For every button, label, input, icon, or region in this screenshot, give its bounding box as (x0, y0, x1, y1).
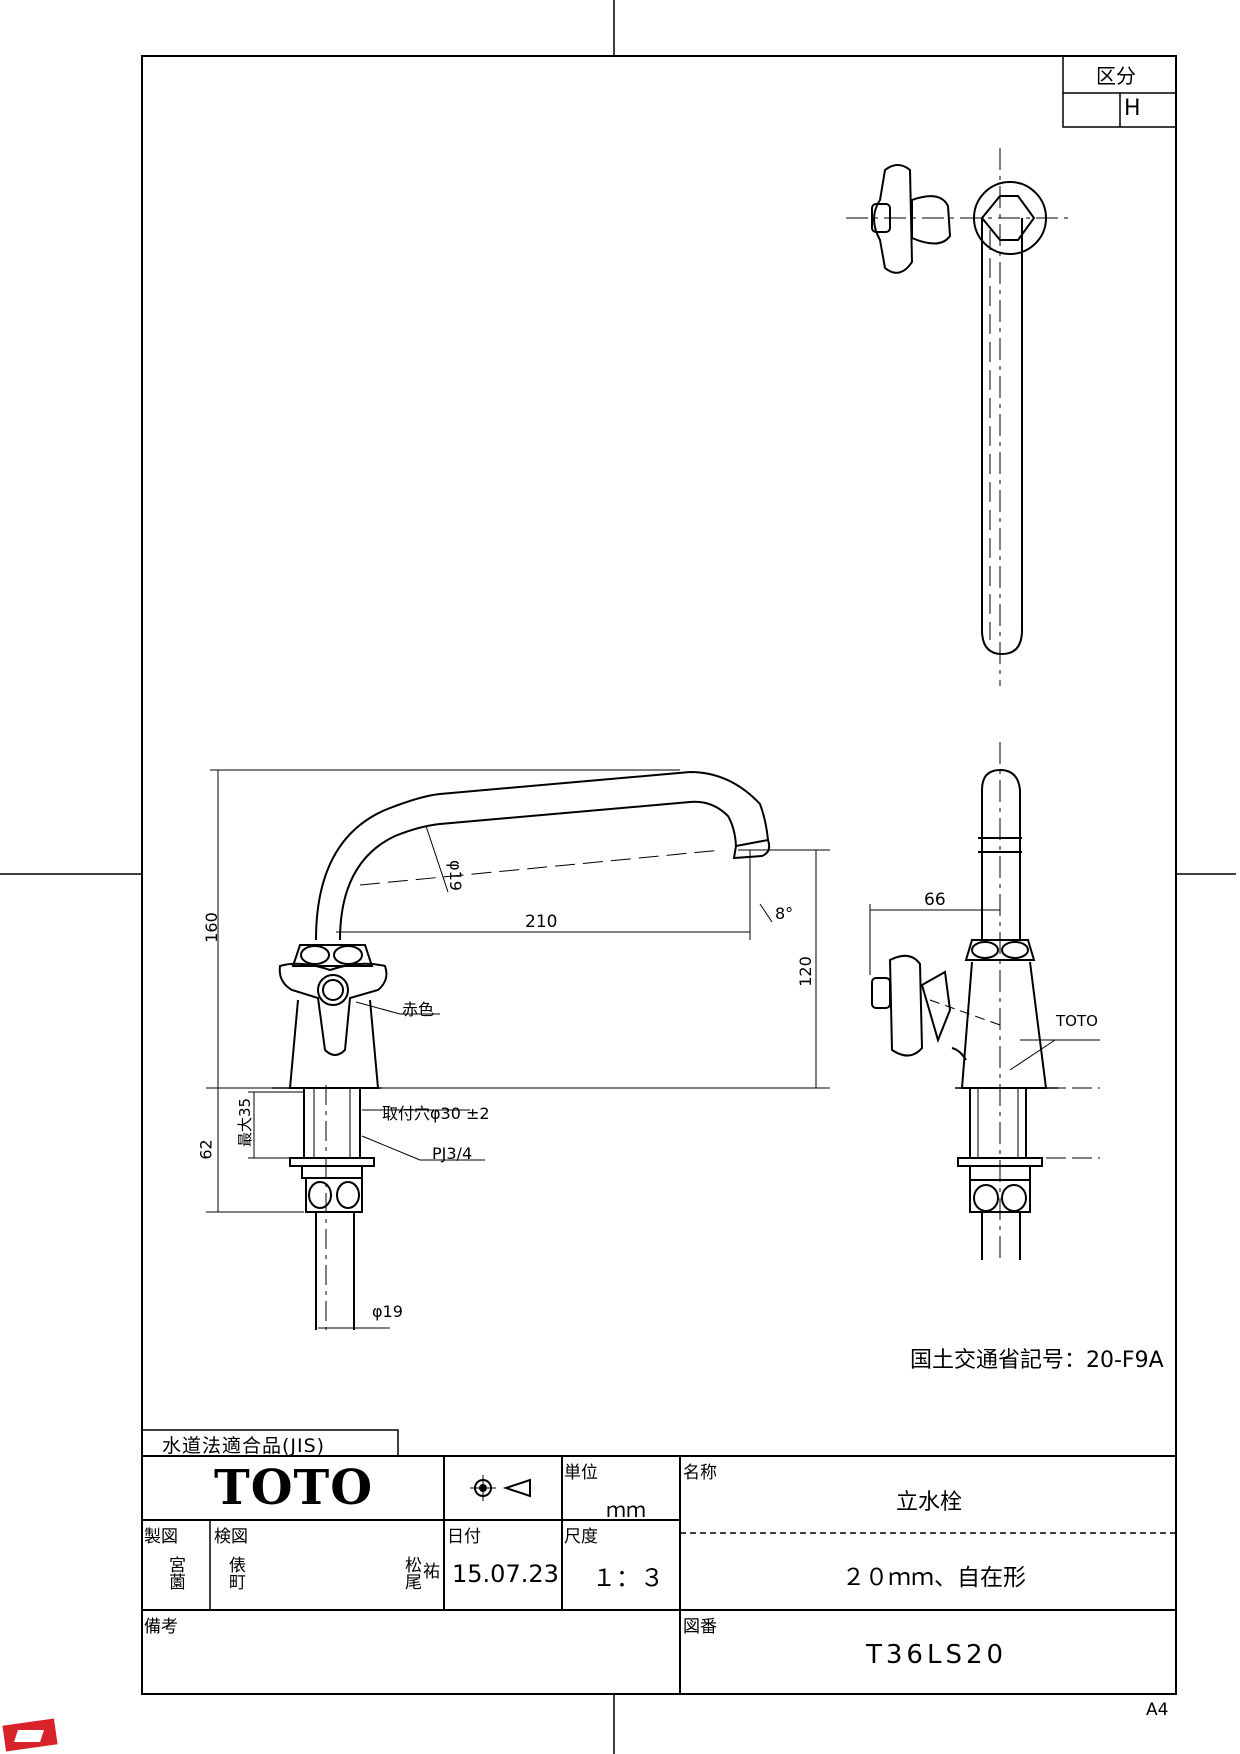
front-view (272, 770, 771, 1330)
drawn-by: 宮薗 (165, 1556, 185, 1590)
date-value: 15.07.23 (452, 1560, 559, 1588)
brand-logo: TOTO (214, 1460, 374, 1516)
dim-inlet-dia: φ19 (372, 1302, 403, 1321)
checked-label: 検図 (214, 1527, 248, 1547)
dim-handle-color: 赤色 (402, 1000, 435, 1019)
unit-label: 単位 (564, 1463, 598, 1483)
drawing-frame (141, 55, 1177, 1695)
dim-height-total: 160 (201, 912, 221, 943)
spec-value: ２０ｍｍ、自在形 (842, 1565, 1026, 1591)
approved-by-2: 祐 (419, 1562, 439, 1579)
name-label: 名称 (683, 1463, 717, 1483)
date-label: 日付 (447, 1527, 481, 1547)
scale-value: １：３ (592, 1564, 664, 1592)
dim-brand-mark: TOTO (1056, 1012, 1098, 1030)
dim-side-offset: 66 (924, 890, 946, 910)
side-view (869, 742, 1100, 1260)
remarks-label: 備考 (144, 1617, 178, 1637)
dim-below-deck: 62 (196, 1139, 216, 1160)
approved-by: 松尾 (401, 1556, 421, 1590)
mlit-code: 国土交通省記号：20-F9A (910, 1348, 1164, 1373)
checked-by: 俵町 (225, 1556, 245, 1590)
dim-spout-angle: 8° (775, 904, 794, 923)
dim-outlet-height: 120 (795, 956, 815, 987)
unit-value: ｍｍ (606, 1498, 646, 1522)
dim-max-thickness: 最大35 (236, 1097, 255, 1148)
category-value: H (1124, 96, 1141, 121)
top-view (846, 148, 1074, 686)
scale-label: 尺度 (564, 1527, 598, 1547)
dim-mount-hole: 取付穴φ30 ±2 (382, 1104, 490, 1123)
drawn-label: 製図 (144, 1527, 178, 1547)
title-block-lines (141, 1429, 1176, 1694)
paper-size: A4 (1146, 1700, 1169, 1720)
category-label: 区分 (1096, 64, 1136, 88)
dim-thread: PJ3/4 (432, 1144, 473, 1163)
dim-spout-length: 210 (525, 912, 558, 932)
certification: 水道法適合品(JIS) (162, 1435, 326, 1457)
name-value: 立水栓 (896, 1490, 963, 1515)
drawing-no-label: 図番 (683, 1617, 717, 1637)
corner-logo-icon (2, 1718, 58, 1752)
projection-symbol (470, 1475, 531, 1501)
front-dimensions (206, 769, 830, 1329)
drawing-number: T36LS20 (866, 1640, 1008, 1670)
dim-pipe-dia: φ19 (445, 860, 465, 891)
category-box (1062, 55, 1177, 128)
